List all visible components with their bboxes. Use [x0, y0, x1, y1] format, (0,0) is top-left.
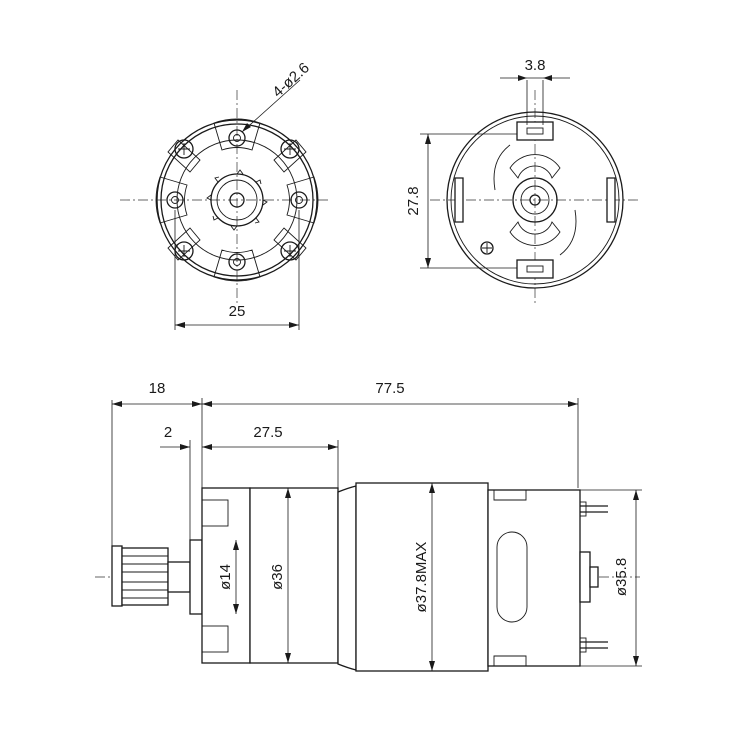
gearbox-body	[201, 487, 339, 664]
motor-dia-label: ø37.8MAX	[413, 542, 430, 613]
shaft-boss-dia-label: ø14	[217, 564, 234, 590]
motor-side-view: 18 77.5 2 27.5 ø14 ø36 ø37.8MAX	[95, 380, 642, 672]
pulley	[111, 539, 203, 615]
hole-spec-label: 4-ø2.6	[269, 59, 313, 101]
mounting-holes	[166, 129, 308, 271]
motor-length-label: 77.5	[375, 380, 404, 397]
terminal-span-label: 27.8	[405, 186, 422, 215]
output-gear	[206, 169, 268, 231]
end-cap-dia-label: ø35.8	[613, 558, 630, 596]
flange-thickness-label: 2	[164, 424, 172, 441]
gearbox-length-label: 27.5	[253, 424, 282, 441]
terminal-width-label: 3.8	[525, 57, 546, 74]
motor-body	[337, 482, 608, 672]
pulley-offset-label: 18	[149, 380, 166, 397]
face-spokes	[155, 118, 319, 282]
gearbox-dia-label: ø36	[269, 564, 286, 590]
terminals	[516, 121, 554, 279]
bolt-spacing-label: 25	[229, 303, 246, 320]
motor-rear-view: 3.8 27.8	[405, 57, 640, 305]
gearbox-front-view: 4-ø2.6 25	[120, 59, 330, 330]
